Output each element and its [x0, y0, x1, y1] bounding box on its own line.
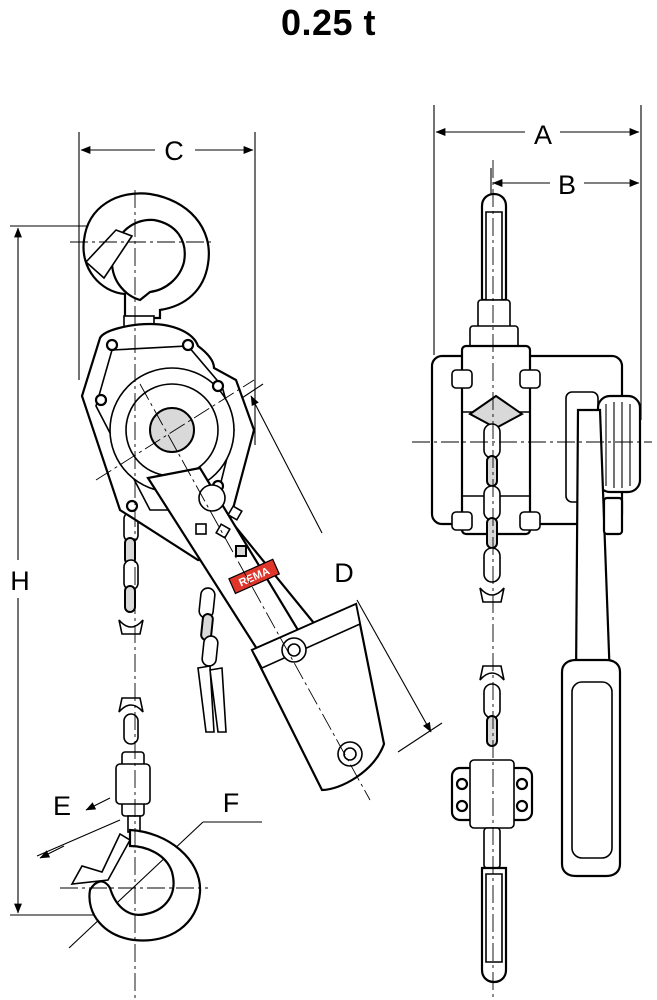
- dimension-label-a: A: [534, 120, 552, 150]
- top-hook: [82, 192, 210, 331]
- side-bottom-block: [450, 759, 534, 984]
- side-top-hook: [469, 192, 519, 355]
- dimension-label-h: H: [10, 566, 30, 596]
- page-title: 0.25 t: [280, 2, 377, 43]
- dimension-label-d: D: [334, 558, 354, 588]
- front-center-lines: [60, 190, 371, 1000]
- hoist-body: REMA: [80, 322, 386, 792]
- right-slack-chain: [197, 587, 227, 733]
- dimension-label-c: C: [164, 136, 184, 166]
- dimension-label-b: B: [558, 170, 576, 200]
- side-housing: [430, 344, 642, 878]
- side-center-lines: [412, 160, 652, 1000]
- bottom-hook: [70, 751, 202, 942]
- dimension-label-f: F: [223, 788, 240, 818]
- left-load-chain: [118, 511, 144, 745]
- hoist-front-view: REMA: [60, 190, 386, 1000]
- dimension-label-e: E: [53, 791, 71, 821]
- hoist-side-view: [412, 160, 652, 1000]
- side-chain: [479, 423, 505, 747]
